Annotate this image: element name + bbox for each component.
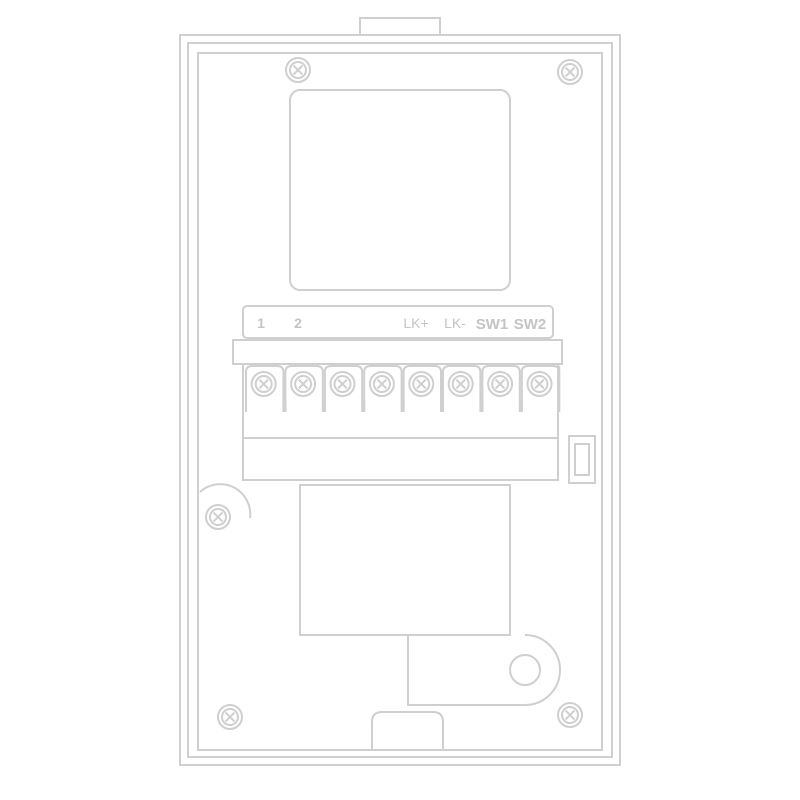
terminal-label-1: 1	[257, 315, 265, 331]
terminal-label-lk-plus: LK+	[403, 315, 428, 331]
lower-module	[299, 484, 511, 636]
terminal-block-top-bar	[232, 339, 563, 365]
mounting-hole	[509, 654, 541, 686]
terminal-cell	[402, 365, 442, 412]
side-clip-outer	[568, 435, 596, 484]
terminal-cell	[245, 365, 285, 412]
screw-icon	[205, 504, 231, 530]
terminal-label-sw2: SW2	[514, 316, 547, 333]
terminal-screw-icon	[368, 371, 395, 397]
terminal-cell	[323, 365, 364, 412]
terminal-label-2: 2	[294, 315, 302, 331]
screw-guide-arc	[199, 483, 252, 519]
top-tab	[359, 17, 441, 35]
terminal-screw-icon	[526, 371, 553, 397]
inner-housing-wall	[187, 42, 613, 758]
mounting-lug	[407, 634, 561, 706]
terminal-screw-icon	[290, 371, 317, 397]
terminal-cell	[520, 365, 561, 412]
terminal-cell	[481, 365, 521, 412]
terminal-cell	[442, 365, 482, 412]
terminal-screw-icon	[250, 371, 277, 397]
terminal-label-sw1: SW1	[476, 316, 509, 333]
screw-icon	[285, 57, 311, 83]
screw-icon	[557, 59, 583, 85]
terminal-screw-icon	[487, 371, 514, 397]
terminal-block-body	[242, 363, 559, 439]
terminal-screw-icon	[408, 371, 435, 397]
terminal-screw-icon	[447, 371, 474, 397]
label-strip	[242, 305, 554, 339]
terminal-label-lk-minus: LK-	[444, 315, 466, 331]
terminal-screw-icon	[329, 371, 356, 397]
outer-housing	[179, 34, 621, 766]
side-clip-inner	[574, 443, 590, 476]
terminal-cell	[363, 365, 403, 412]
upper-window	[289, 89, 511, 291]
terminal-block-base	[242, 437, 559, 481]
inner-plate	[197, 52, 603, 751]
screw-icon	[217, 704, 243, 730]
bottom-notch	[371, 711, 444, 750]
screw-icon	[557, 702, 583, 728]
terminal-cell	[284, 365, 324, 412]
